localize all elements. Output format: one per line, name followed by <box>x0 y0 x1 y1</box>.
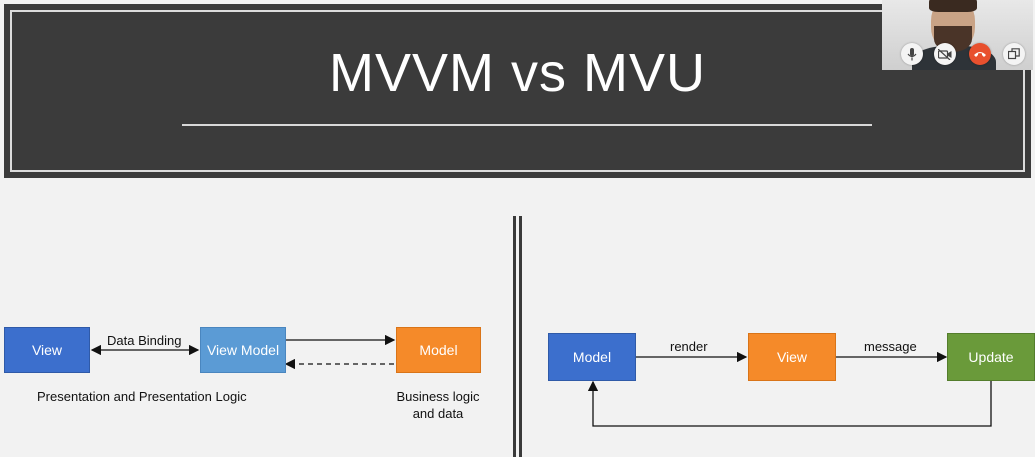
presenter-hair <box>929 0 977 12</box>
mic-icon[interactable] <box>901 43 923 65</box>
business-logic-line2: and data <box>412 406 464 421</box>
presentation-caption: Presentation and Presentation Logic <box>37 389 247 404</box>
title-underline <box>182 124 872 126</box>
data-binding-label: Data Binding <box>107 333 182 348</box>
camera-off-icon[interactable] <box>934 43 956 65</box>
mvu-model-box: Model <box>548 333 636 381</box>
hang-up-icon[interactable] <box>969 43 991 65</box>
slide-header: MVVM vs MVU <box>4 4 1031 178</box>
mvvm-model-box: Model <box>396 327 481 373</box>
business-logic-line1: Business logic <box>396 389 480 404</box>
business-logic-caption: Business logic and data <box>388 389 488 421</box>
slide-header-frame: MVVM vs MVU <box>10 10 1025 172</box>
mvu-view-box: View <box>748 333 836 381</box>
video-call-preview[interactable] <box>882 0 1033 70</box>
slide-title: MVVM vs MVU <box>328 43 706 103</box>
section-divider <box>513 216 522 457</box>
switch-window-icon[interactable] <box>1003 43 1025 65</box>
render-label: render <box>670 339 708 354</box>
mvu-update-box: Update <box>947 333 1035 381</box>
message-label: message <box>864 339 917 354</box>
mvvm-view-box: View <box>4 327 90 373</box>
update-to-model-loop <box>587 380 992 427</box>
mvvm-view-model-box: View Model <box>200 327 286 373</box>
